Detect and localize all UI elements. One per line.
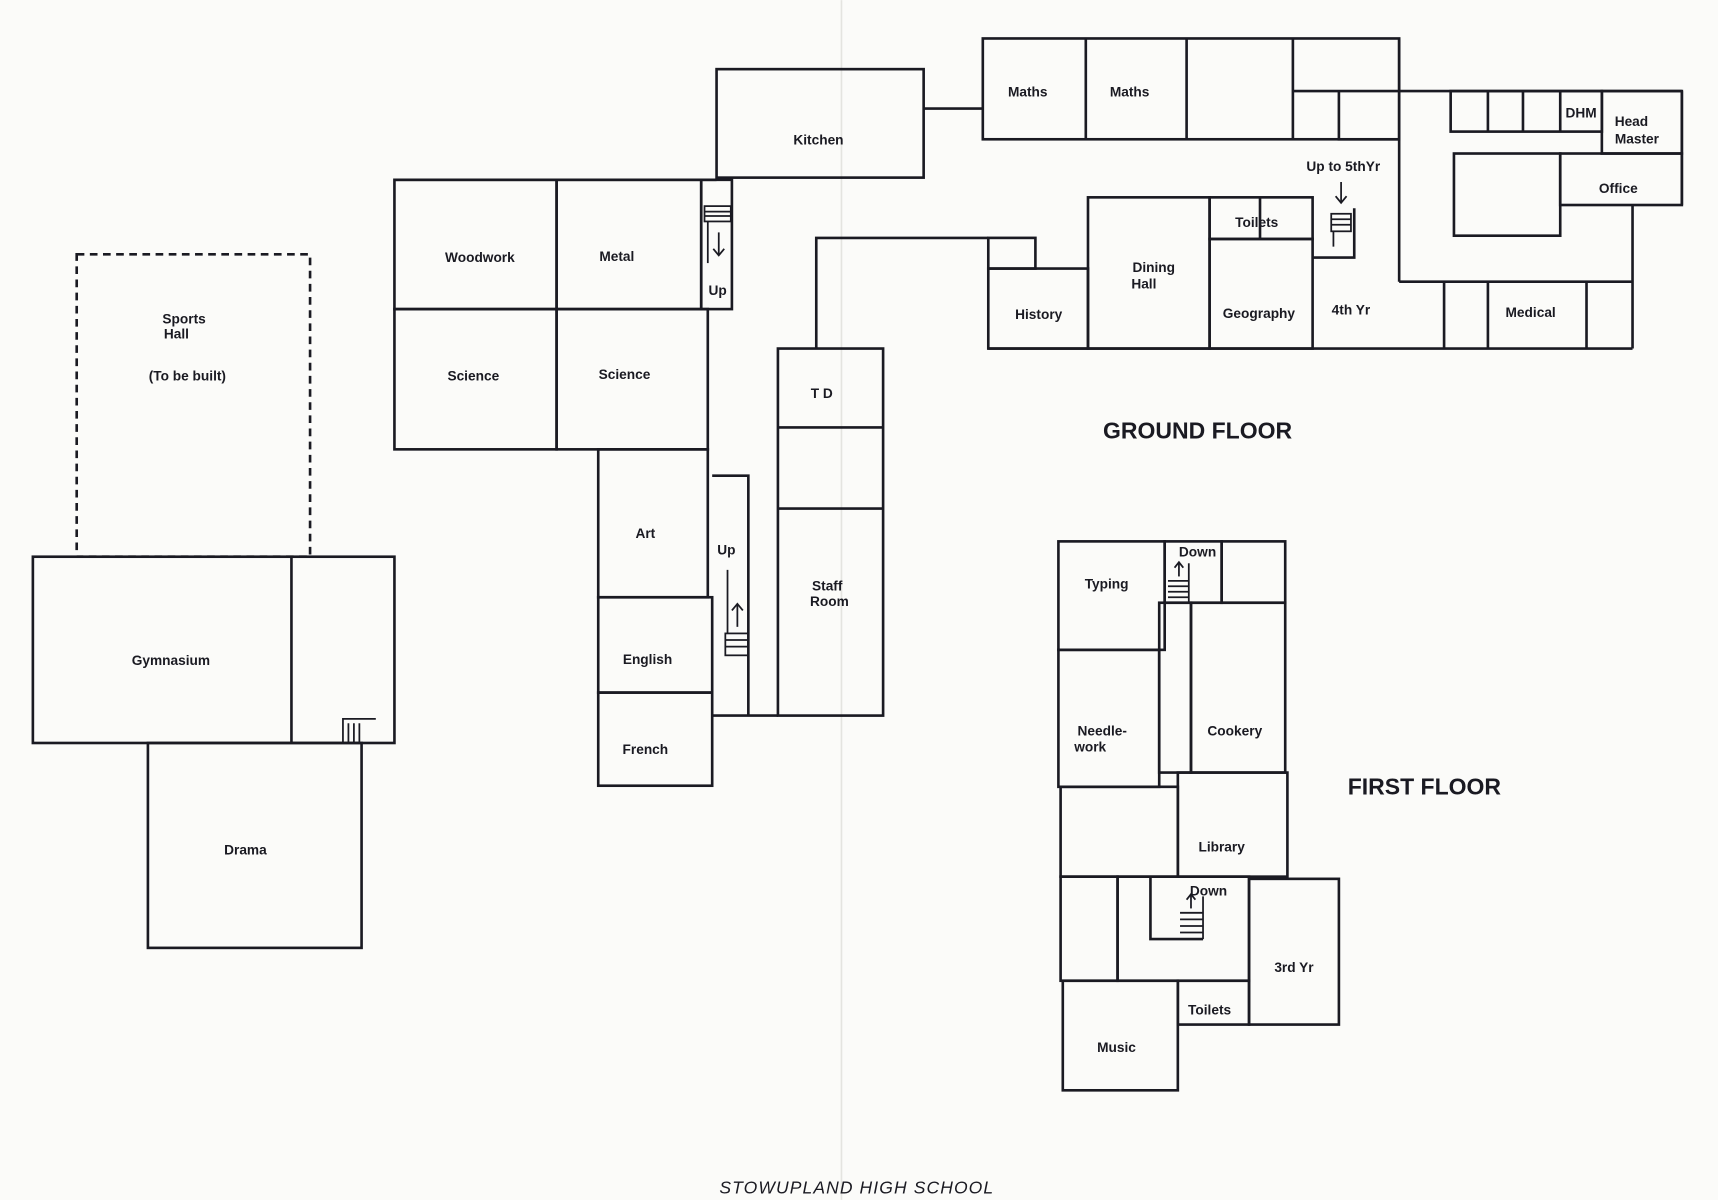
label-kitchen: Kitchen <box>793 133 843 148</box>
room-french <box>596 691 714 788</box>
room-typing <box>1057 540 1167 652</box>
td-staff-block <box>776 347 885 717</box>
label-down: Down <box>1190 883 1227 898</box>
stairs-icon <box>703 205 732 264</box>
label-up-to-5th-yr: Up to 5thYr <box>1306 159 1380 174</box>
label-toilets: Toilets <box>1188 1003 1231 1018</box>
label-staff-room: Staff <box>812 579 843 594</box>
stairs-icon <box>1167 560 1190 603</box>
label-dining-hall: Hall <box>1131 276 1156 291</box>
ground-floor-heading: GROUND FLOOR <box>1103 417 1292 443</box>
label-french: French <box>623 742 669 757</box>
stairs-icon <box>1180 892 1204 940</box>
label-science: Science <box>599 367 651 382</box>
label-library: Library <box>1198 839 1245 854</box>
room-needlework <box>1057 648 1161 789</box>
label-head-master: Master <box>1615 132 1660 147</box>
room-geography <box>1208 237 1314 350</box>
room-gymnasium <box>31 555 396 745</box>
label-metal: Metal <box>599 249 634 264</box>
label-science: Science <box>447 368 499 383</box>
label-maths: Maths <box>1110 85 1150 100</box>
room-library <box>1176 771 1289 878</box>
label-dhm: DHM <box>1565 105 1596 120</box>
room-kitchen <box>715 67 925 179</box>
first-floor-heading: FIRST FLOOR <box>1348 773 1502 799</box>
label-3rd-yr: 3rd Yr <box>1274 960 1314 975</box>
room-office <box>1558 152 1684 207</box>
room-history <box>986 267 1090 350</box>
room-cookery <box>1189 601 1287 774</box>
label-up: Up <box>709 283 727 298</box>
label-td: T D <box>811 386 833 401</box>
label-staff-room: Room <box>810 594 849 609</box>
arrow-down-icon <box>1334 182 1348 205</box>
ground-floor-plan: Kitchen Maths Maths DHM Head Master Offi… <box>31 37 1684 950</box>
sports-hall-planned <box>75 253 312 559</box>
stair-hall <box>1116 875 1251 983</box>
label-woodwork: Woodwork <box>445 250 515 265</box>
room-3rd-yr <box>1247 877 1341 1026</box>
label-typing: Typing <box>1085 576 1129 591</box>
label-to-be-built: (To be built) <box>149 368 226 383</box>
label-head-master: Head <box>1615 114 1648 129</box>
room-art <box>596 448 710 599</box>
label-needlework: Needle- <box>1078 723 1128 738</box>
label-music: Music <box>1097 1040 1136 1055</box>
stairwell <box>699 178 734 311</box>
label-up: Up <box>717 543 735 558</box>
room-english <box>596 595 714 694</box>
room-drama <box>146 741 363 950</box>
stairs-icon <box>1330 212 1352 247</box>
label-maths: Maths <box>1008 85 1048 100</box>
first-floor-plan: Typing Down Needle- work Cookery Library… <box>1057 540 1502 1092</box>
school-title: STOWUPLAND HIGH SCHOOL <box>719 1177 994 1197</box>
room-metal <box>555 178 703 311</box>
stairs-icon <box>342 718 376 743</box>
room-music <box>1061 979 1180 1092</box>
label-medical: Medical <box>1506 305 1556 320</box>
label-dining-hall: Dining <box>1132 260 1175 275</box>
label-english: English <box>623 652 672 667</box>
label-drama: Drama <box>224 843 267 858</box>
label-down: Down <box>1179 545 1216 560</box>
label-office: Office <box>1599 181 1638 196</box>
stairs-icon <box>724 569 750 657</box>
label-art: Art <box>635 526 655 541</box>
label-geography: Geography <box>1223 306 1296 321</box>
label-sports-hall: Sports <box>162 311 206 326</box>
room-woodwork <box>393 178 558 311</box>
label-gymnasium: Gymnasium <box>132 653 210 668</box>
label-history: History <box>1015 307 1063 322</box>
label-4th-yr: 4th Yr <box>1332 303 1371 318</box>
label-needlework: work <box>1073 740 1106 755</box>
label-sports-hall: Hall <box>164 327 189 342</box>
label-toilets: Toilets <box>1235 215 1278 230</box>
label-cookery: Cookery <box>1207 723 1262 738</box>
